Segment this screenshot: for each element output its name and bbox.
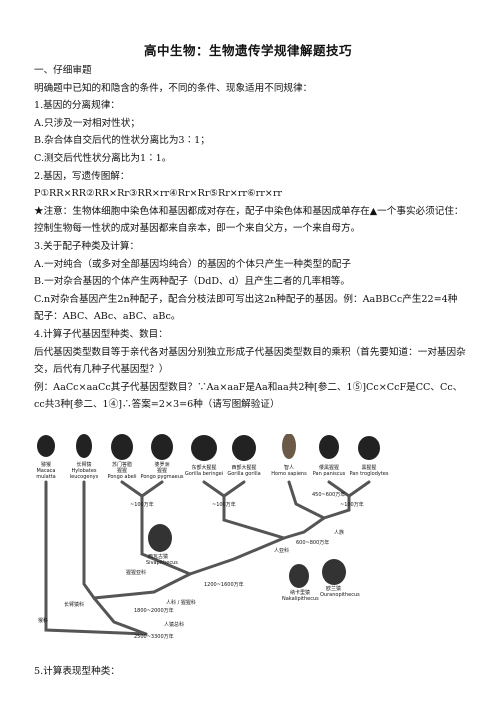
fossil-label: 纳卡里猿	[290, 589, 310, 596]
clade-label: 猩猩亚科	[126, 569, 146, 576]
time-label: ~100万年	[340, 501, 364, 508]
human-silhouette	[282, 434, 296, 459]
species-latin: Homo sapiens	[271, 471, 307, 477]
species-label: 黑猩猩	[361, 464, 376, 471]
text-line: 3.关于配子种类及计算：	[34, 240, 140, 252]
footer-heading: 5.计算表现型种类：	[34, 666, 120, 677]
clade-label: 猴科	[38, 617, 48, 624]
eastern-gorilla-silhouette	[191, 435, 217, 461]
clade-label: 长臂猿科	[64, 601, 84, 608]
species-latin: 猩猩	[117, 467, 127, 474]
species-label: 长臂猿	[76, 461, 91, 468]
time-label: 450~600万年	[312, 491, 345, 498]
bonobo-silhouette	[319, 435, 339, 459]
species-label: 猕猴	[41, 461, 51, 468]
species-latin: Pan troglodytes	[350, 471, 389, 477]
branch-macaque	[44, 480, 148, 636]
fossil-latin: Sivapithecus	[146, 560, 178, 566]
branch-gibbon	[82, 480, 96, 600]
nakalipithecus-fossil	[289, 564, 309, 588]
species-latin: Pan paniscus	[313, 471, 346, 477]
branch-human	[287, 480, 326, 520]
fossil-latin: Nakalipithecus	[282, 596, 319, 602]
species-label: 苏门答腊	[112, 461, 132, 468]
species-latin: Pongo abeli	[108, 474, 137, 480]
section-heading: 一、仔细审题	[34, 65, 92, 76]
fossil-latin: Ouranopithecus	[320, 592, 360, 598]
species-label: 西部大猩猩	[231, 464, 256, 471]
document-body: 一、仔细审题 明确题中已知的和隐含的条件，不同的条件、现象适用不同规律： 1.基…	[34, 62, 466, 414]
branch-pan-stem	[322, 494, 351, 520]
gamete-paragraph: C.n对杂合基因产生2n种配子，配合分枝法即可写出这2n种配子的基因。例：AaB…	[34, 293, 458, 323]
species-label: 智人	[284, 464, 294, 471]
fossil-label: 西瓦古猿	[148, 553, 168, 560]
branch-hominini-stem	[282, 516, 326, 540]
time-label: 1800~2000万年	[134, 607, 174, 614]
fossil-label: 欧兰猿	[326, 585, 341, 592]
species-latin: Hylobates	[71, 468, 96, 474]
species-label: 倭黑猩猩	[319, 464, 339, 471]
bornean-orangutan-silhouette	[151, 434, 173, 460]
gibbon-silhouette	[76, 434, 92, 458]
clade-label: 人亚科	[274, 547, 289, 554]
clade-label: 人科 / 猩猩科	[166, 599, 196, 606]
time-label: 600~800万年	[296, 539, 329, 546]
primate-phylogeny-figure: 猕猴 Macaca mulatta 长臂猿 Hylobates leucogen…	[34, 434, 429, 646]
text-line: A.一对纯合（或多对全部基因均纯合）的基因的个体只产生一种类型的配子	[34, 258, 351, 270]
text-line: B.一对杂合基因的个体产生两种配子（DdD、d）且产生二者的几率相等。	[34, 276, 350, 288]
time-label: 1200~1600万年	[204, 581, 244, 588]
branch-gorilla-stem	[222, 494, 286, 540]
sumatran-orangutan-silhouette	[111, 434, 133, 460]
sivapithecus-fossil	[148, 524, 172, 552]
text-line: 2.基因，写遗传图解：	[34, 170, 130, 182]
macaque-silhouette	[37, 435, 55, 457]
example-paragraph: 例：AaCc×aaCc其子代基因型数目？∵Aa×aaF是Aa和aa共2种[参二、…	[34, 381, 463, 411]
branch-hominoidea-stem	[92, 596, 148, 636]
time-label: ~100万年	[130, 501, 154, 508]
clade-label: 人族	[334, 529, 344, 536]
species-latin: Macaca	[36, 468, 55, 474]
species-latin: Pongo pygmaeus	[141, 474, 184, 480]
species-latin: Gorilla gorilla	[227, 471, 260, 477]
clade-label: 人猿总科	[164, 621, 184, 628]
text-line: 明确题中已知的和隐含的条件，不同的条件、现象适用不同规律：	[34, 82, 313, 94]
cross-list: P①RR×RR②RR×Rr③RR×rr④Rr×Rr⑤Rr×rr⑥rr×rr	[34, 188, 283, 200]
text-line: C.测交后代性状分离比为1∶1。	[34, 152, 172, 164]
text-line: B.杂合体自交后代的性状分离比为3∶1；	[34, 135, 210, 147]
species-label: 婆罗洲	[154, 461, 169, 468]
page-title: 高中生物：生物遗传学规律解题技巧	[143, 43, 352, 58]
note-paragraph: ★注意：生物体细胞中染色体和基因都成对存在，配子中染色体和基因成单存在▲一个事实…	[34, 205, 464, 235]
species-latin: mulatta	[36, 474, 55, 480]
time-label: ~100万年	[212, 501, 236, 508]
branch-homininae-stem	[188, 536, 286, 576]
genotype-paragraph: 后代基因类型数目等于亲代各对基因分别独立形成子代基因类型数目的乘积（首先要知道：…	[34, 346, 466, 376]
ouranopithecus-fossil	[322, 559, 346, 585]
chimpanzee-silhouette	[358, 436, 380, 460]
time-label: 2500~3300万年	[134, 633, 174, 640]
text-line: 1.基因的分离规律：	[34, 100, 120, 112]
species-latin: 猩猩	[157, 467, 167, 474]
text-line: 4.计算子代基因型种类、数目：	[34, 328, 168, 340]
species-label: 东部大猩猩	[191, 464, 216, 471]
species-latin: leucogenys	[70, 474, 99, 480]
branch-hominidae-stem	[92, 572, 192, 600]
western-gorilla-silhouette	[232, 435, 256, 461]
text-line: A.只涉及一对相对性状；	[34, 117, 140, 129]
branch-orangutan-stem	[140, 494, 192, 576]
species-latin: Gorilla beringei	[185, 471, 223, 477]
